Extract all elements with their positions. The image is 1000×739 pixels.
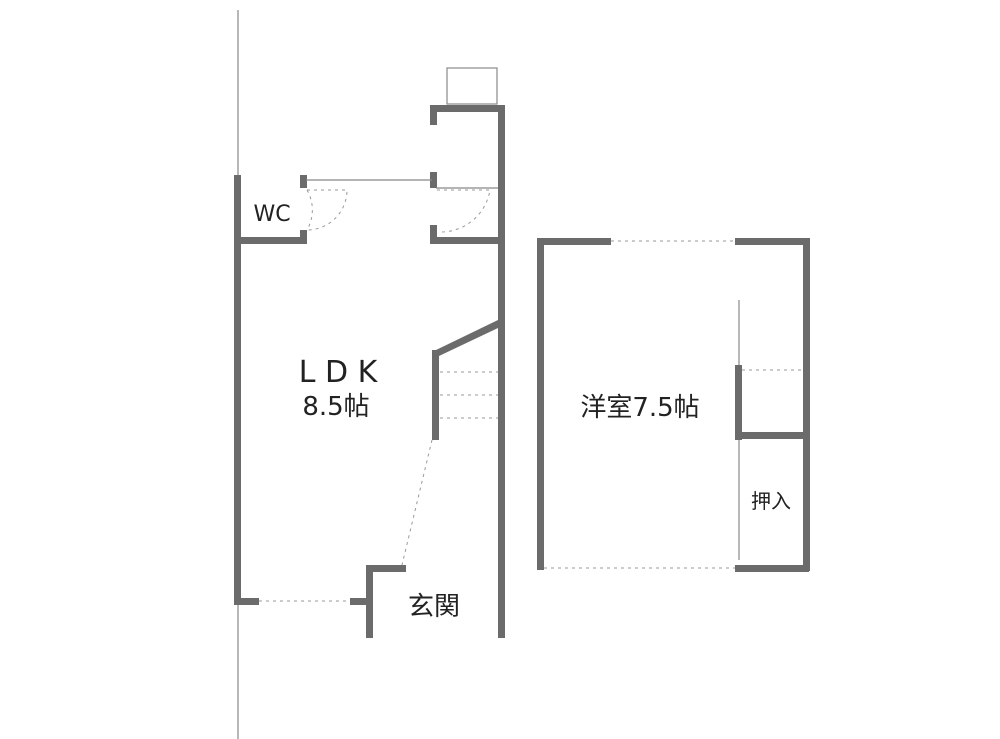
right-unit-walls (537, 238, 810, 572)
entrance-label: 玄関 (408, 592, 460, 622)
ldk-label: L D K (299, 355, 379, 390)
left-unit-walls (234, 105, 505, 638)
wc-label: WC (253, 202, 290, 227)
stairs (401, 371, 498, 566)
western-room-label: 洋室7.5帖 (580, 393, 699, 423)
ldk-size-label: 8.5帖 (302, 392, 369, 422)
closet-label: 押入 (751, 489, 791, 513)
utility-box (446, 67, 498, 105)
storage-door-swing (437, 189, 491, 233)
wc-door-swing (306, 189, 348, 231)
